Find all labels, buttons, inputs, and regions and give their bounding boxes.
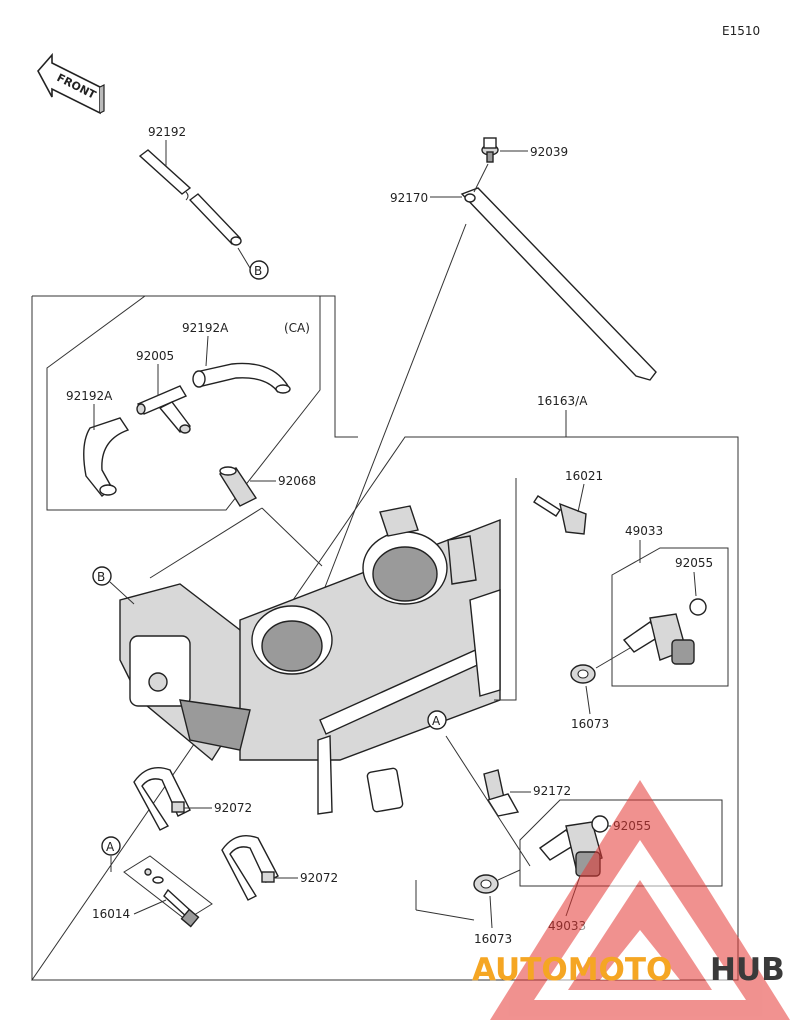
callout-b-top xyxy=(249,260,269,280)
hose-92192 xyxy=(138,149,242,246)
ca-note: (CA) xyxy=(284,321,310,335)
screw-16014 xyxy=(144,868,200,928)
label-16163A: 16163/A xyxy=(537,394,588,408)
front-arrow-icon: FRONT xyxy=(37,52,105,115)
watermark-word-hub: HUB xyxy=(710,952,785,988)
screw-16021 xyxy=(533,495,587,535)
label-92072-a: 92072 xyxy=(214,801,252,815)
label-92005: 92005 xyxy=(136,349,174,363)
hose-92192A xyxy=(83,417,130,497)
watermark-word-automoto: AUTOMOTO xyxy=(472,952,672,988)
label-16073-top: 16073 xyxy=(571,717,609,731)
callout-b-top-letter: B xyxy=(254,264,262,278)
label-92072-b: 92072 xyxy=(300,871,338,885)
diagram-code: E1510 xyxy=(722,24,760,38)
throttle-body-assembly xyxy=(119,505,501,815)
band-92072-b xyxy=(221,835,279,901)
watermark-logo-icon xyxy=(490,780,790,1020)
pin-92172 xyxy=(483,769,520,817)
injector-49033-top xyxy=(622,613,695,665)
hose-92192A-ca xyxy=(192,362,291,394)
callout-a-body-letter: A xyxy=(432,714,441,728)
label-16073-bottom: 16073 xyxy=(474,932,512,946)
label-92039: 92039 xyxy=(530,145,568,159)
label-92170: 92170 xyxy=(390,191,428,205)
grommet-16073-bottom xyxy=(473,874,499,894)
label-92192A-ca: 92192A xyxy=(182,321,229,335)
label-16014: 16014 xyxy=(92,907,130,921)
tee-fitting-92005 xyxy=(136,385,192,434)
label-49033-top: 49033 xyxy=(625,524,663,538)
label-92192: 92192 xyxy=(148,125,186,139)
label-92055-top: 92055 xyxy=(675,556,713,570)
callout-a-body xyxy=(427,710,447,730)
bolt-92039 xyxy=(481,137,499,163)
label-92192A: 92192A xyxy=(66,389,113,403)
callout-b-body-letter: B xyxy=(97,570,105,584)
callout-a-left-letter: A xyxy=(106,840,115,854)
callout-a-left xyxy=(101,836,121,856)
label-92172: 92172 xyxy=(533,784,571,798)
o-ring-92055-bottom xyxy=(591,815,609,833)
stay-92170 xyxy=(460,187,657,381)
callout-b-body xyxy=(92,566,112,586)
band-92072-a xyxy=(133,767,191,831)
label-16021: 16021 xyxy=(565,469,603,483)
grommet-16073-top xyxy=(570,664,596,684)
o-ring-92055-top xyxy=(689,598,707,616)
label-92068: 92068 xyxy=(278,474,316,488)
cap-92068 xyxy=(218,466,258,507)
